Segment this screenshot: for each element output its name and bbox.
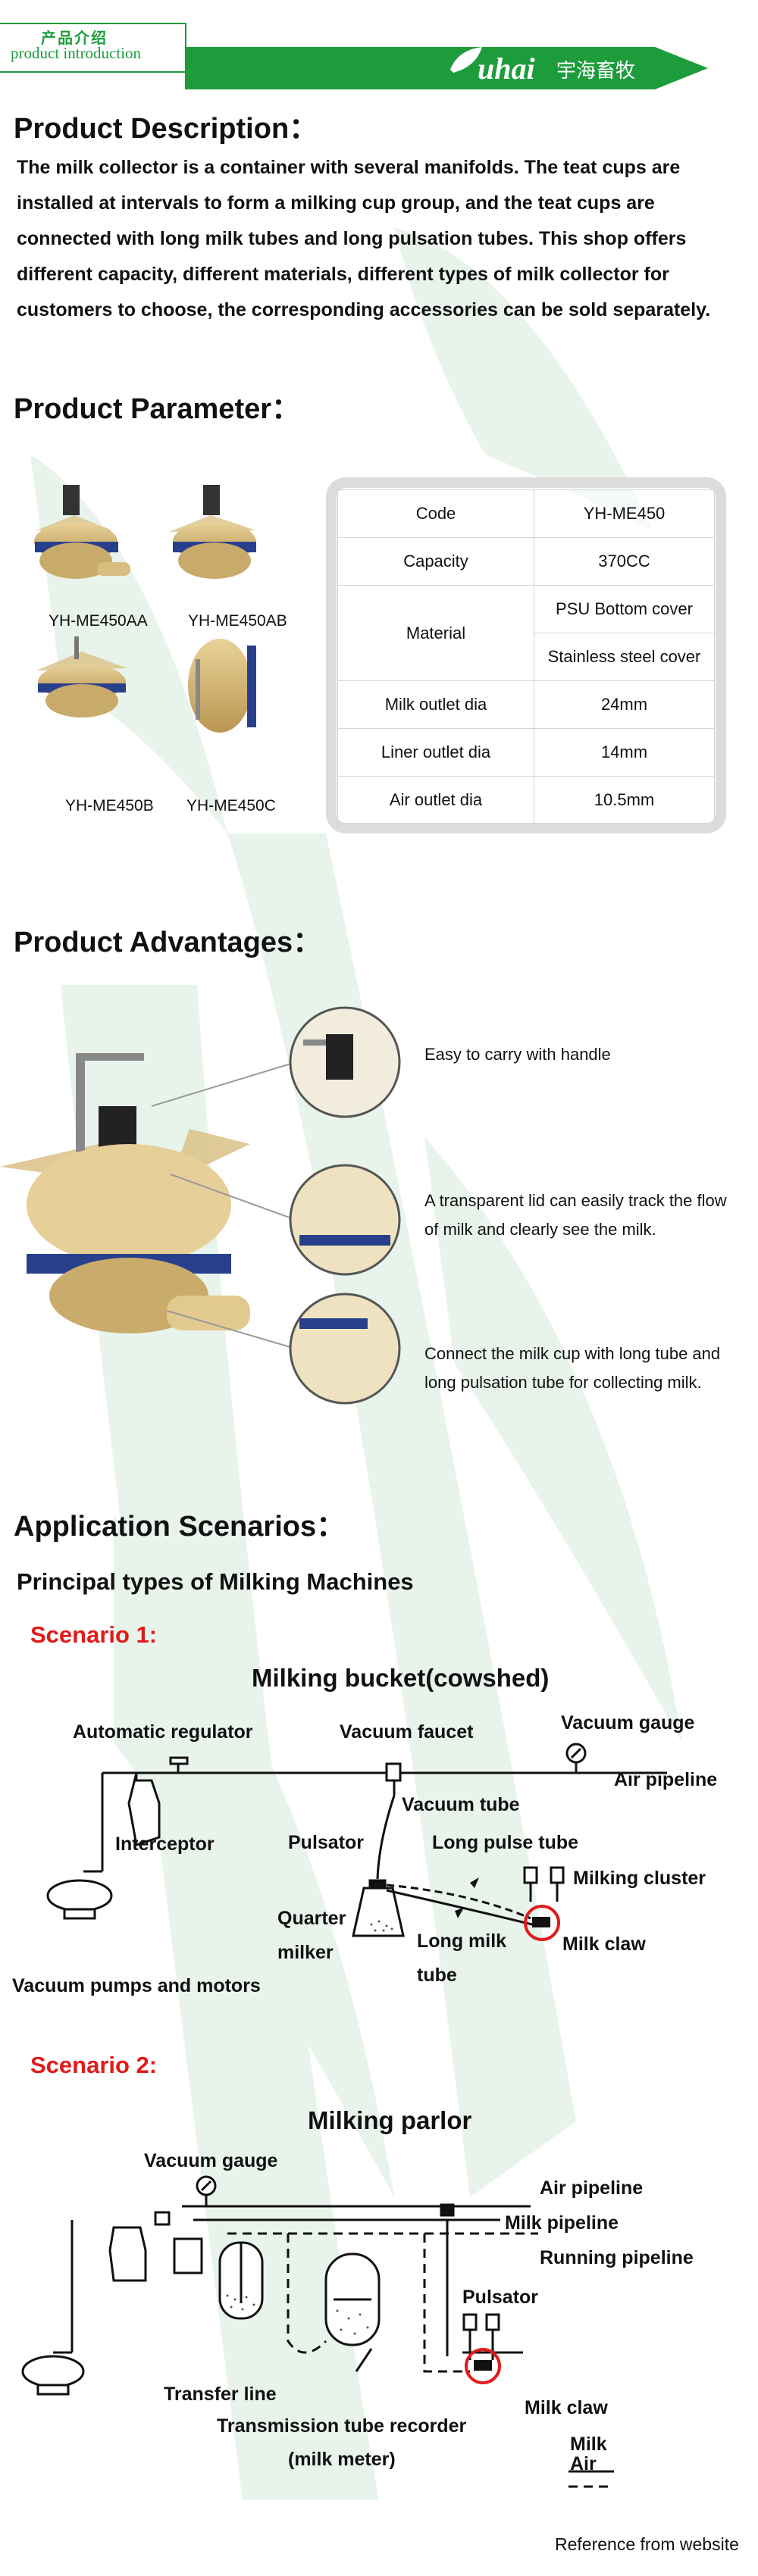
label-automatic-regulator: Automatic regulator bbox=[73, 1721, 253, 1743]
product-label-ab: YH-ME450AB bbox=[188, 612, 287, 630]
header-label-box bbox=[0, 23, 186, 73]
brand-cn-name: 宇海畜牧 bbox=[556, 60, 635, 83]
large-product-image bbox=[0, 1053, 250, 1333]
label-long-milk-tube: tube bbox=[417, 1965, 457, 1986]
product-image-aa bbox=[34, 485, 130, 579]
scenario-1-label: Scenario 1: bbox=[30, 1621, 158, 1648]
label-vacuum-gauge: Vacuum gauge bbox=[144, 2150, 278, 2171]
table-row: Liner outlet dia 14mm bbox=[337, 728, 715, 777]
advantage-item: Connect the milk cup with long tube and … bbox=[424, 1344, 721, 1392]
product-image-c bbox=[188, 639, 256, 733]
label-pulsator: Pulsator bbox=[462, 2287, 539, 2308]
label-air-pipeline: Air pipeline bbox=[614, 1769, 718, 1790]
label-milk-claw: Milk claw bbox=[562, 1934, 646, 1955]
label-milk-meter: (milk meter) bbox=[288, 2449, 396, 2470]
description-heading: Product Description： bbox=[14, 113, 318, 145]
label-interceptor: Interceptor bbox=[115, 1834, 215, 1855]
table-row: Material PSU Bottom cover bbox=[337, 585, 715, 681]
scenario-2-label: Scenario 2: bbox=[30, 2052, 158, 2078]
product-image-ab bbox=[169, 485, 256, 579]
label-vacuum-pumps: Vacuum pumps and motors bbox=[12, 1975, 261, 1996]
label-long-pulse-tube: Long pulse tube bbox=[432, 1832, 579, 1853]
param-value: 370CC bbox=[534, 537, 715, 586]
label-transfer-line: Transfer line bbox=[164, 2384, 277, 2405]
legend-air: Air bbox=[570, 2453, 597, 2474]
param-label: Liner outlet dia bbox=[337, 728, 534, 777]
label-milk-pipeline: Milk pipeline bbox=[505, 2212, 619, 2234]
scenario-1-title: Milking bucket(cowshed) bbox=[252, 1664, 550, 1692]
description-text: The milk collector is a container with s… bbox=[17, 157, 711, 320]
scenario-2-title: Milking parlor bbox=[308, 2106, 472, 2134]
handle-zoom-circle bbox=[289, 1006, 401, 1118]
param-value: 14mm bbox=[534, 728, 715, 777]
label-transmission-tube-recorder: Transmission tube recorder bbox=[217, 2415, 467, 2437]
product-label-aa: YH-ME450AA bbox=[49, 612, 148, 630]
scenarios-heading: Application Scenarios： bbox=[14, 1511, 346, 1543]
scenario-2-diagram bbox=[21, 2175, 614, 2488]
table-row: Stainless steel cover bbox=[338, 633, 715, 681]
parameter-heading: Product Parameter： bbox=[14, 393, 301, 425]
label-long-milk-tube: Long milk bbox=[417, 1930, 507, 1952]
param-label: Milk outlet dia bbox=[337, 680, 534, 729]
param-label: Material bbox=[337, 585, 534, 681]
label-air-pipeline: Air pipeline bbox=[540, 2177, 644, 2199]
table-row: Code YH-ME450 bbox=[337, 489, 715, 538]
advantages-illustration bbox=[0, 1006, 401, 1405]
label-vacuum-tube: Vacuum tube bbox=[402, 1794, 520, 1815]
legend-milk: Milk bbox=[570, 2434, 607, 2455]
advantage-item: A transparent lid can easily track the f… bbox=[424, 1191, 727, 1239]
scenarios-subheading: Principal types of Milking Machines bbox=[17, 1568, 414, 1595]
lid-zoom-circle bbox=[289, 1164, 401, 1276]
product-label-c: YH-ME450C bbox=[186, 797, 276, 814]
param-value: Stainless steel cover bbox=[534, 633, 715, 681]
label-pulsator: Pulsator bbox=[288, 1832, 365, 1853]
label-milk-claw: Milk claw bbox=[525, 2397, 608, 2418]
scenario-1-diagram bbox=[46, 1743, 667, 1941]
label-quarter-milker: milker bbox=[277, 1942, 334, 1963]
label-quarter-milker: Quarter bbox=[277, 1908, 346, 1929]
outlet-zoom-circle bbox=[289, 1293, 401, 1405]
label-running-pipeline: Running pipeline bbox=[540, 2247, 694, 2268]
param-value: YH-ME450 bbox=[534, 489, 715, 538]
product-image-b bbox=[36, 636, 127, 717]
reference-note: Reference from website bbox=[555, 2534, 739, 2554]
header-cn-title: 产品介绍 bbox=[41, 29, 108, 47]
label-vacuum-gauge: Vacuum gauge bbox=[561, 1712, 695, 1733]
param-label: Code bbox=[337, 489, 534, 538]
product-images bbox=[34, 485, 256, 733]
param-label: Capacity bbox=[337, 537, 534, 586]
param-value: PSU Bottom cover bbox=[534, 585, 715, 633]
header-en-title: product introduction bbox=[11, 44, 142, 62]
milk-claw-highlight bbox=[524, 1905, 560, 1941]
label-milking-cluster: Milking cluster bbox=[573, 1868, 706, 1889]
parameter-table: Code YH-ME450 Capacity 370CC Material PS… bbox=[337, 489, 715, 824]
advantage-item: Easy to carry with handle bbox=[424, 1045, 611, 1064]
table-row: Milk outlet dia 24mm bbox=[337, 680, 715, 729]
advantages-heading: Product Advantages： bbox=[14, 927, 322, 958]
table-row: Air outlet dia 10.5mm bbox=[337, 776, 715, 824]
label-vacuum-faucet: Vacuum faucet bbox=[340, 1721, 474, 1743]
brand-name: uhai bbox=[478, 52, 535, 86]
param-label: Air outlet dia bbox=[337, 776, 534, 824]
brand-banner: uhai 宇海畜牧 bbox=[185, 47, 708, 89]
milk-claw-highlight bbox=[465, 2348, 501, 2384]
product-label-b: YH-ME450B bbox=[65, 797, 154, 814]
brand-leaf-icon bbox=[450, 47, 482, 73]
param-value: 24mm bbox=[534, 680, 715, 729]
table-row: Capacity 370CC bbox=[337, 537, 715, 586]
param-value: 10.5mm bbox=[534, 776, 715, 824]
